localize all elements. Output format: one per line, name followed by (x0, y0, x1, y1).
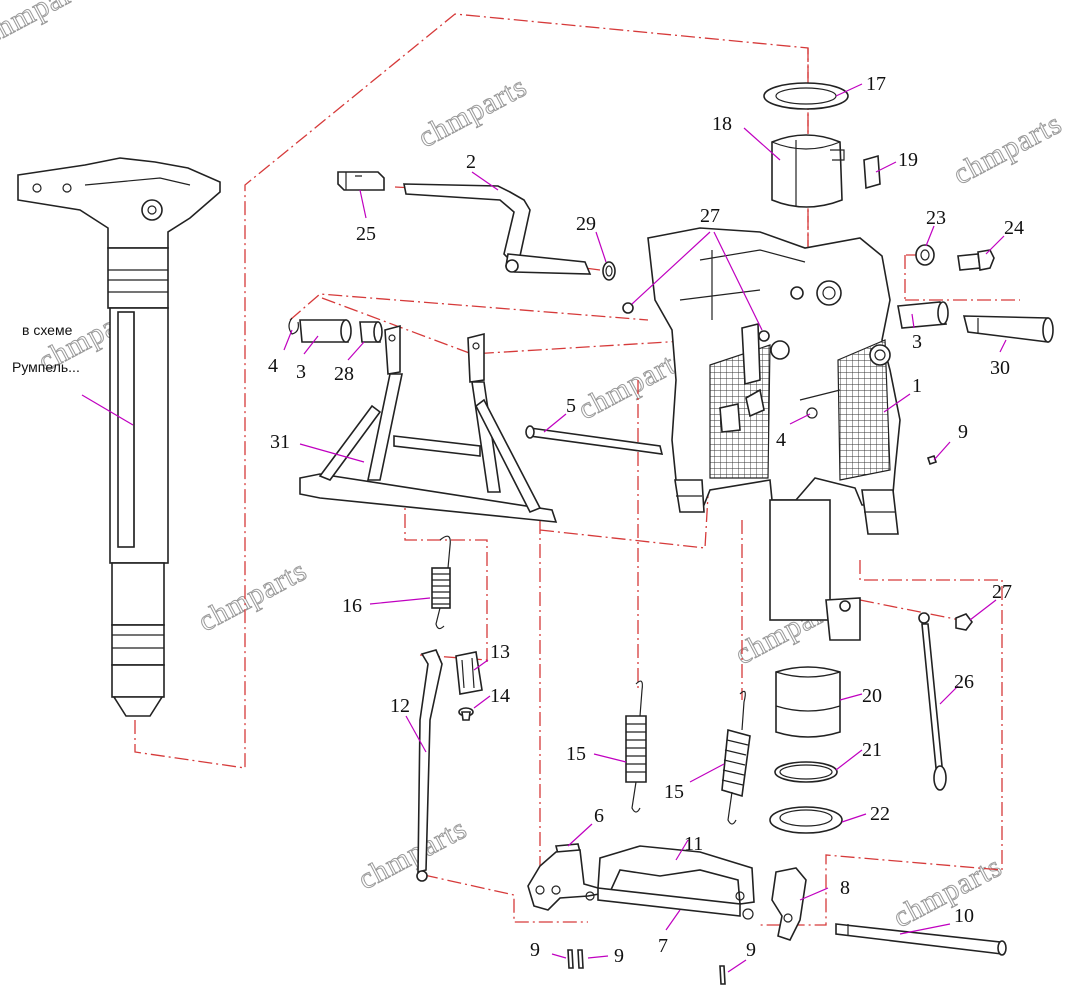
callout-17: 17 (866, 73, 886, 95)
callout-22: 22 (870, 803, 890, 825)
part-15-spring-right (721, 690, 751, 825)
callout-14: 14 (490, 685, 510, 707)
part-31-frame (299, 324, 558, 523)
callout-25: 25 (356, 223, 376, 245)
callout-15-right: 15 (664, 781, 684, 803)
part-27-nut-right (955, 613, 973, 631)
callout-18: 18 (712, 113, 732, 135)
part-14-screw (458, 707, 474, 721)
callout-27-top: 27 (700, 205, 720, 227)
callout-30: 30 (990, 357, 1010, 379)
part-10-pin (835, 923, 1007, 956)
leader-lines (283, 83, 1007, 973)
callout-16: 16 (342, 595, 362, 617)
part-8-latch (771, 867, 807, 941)
part-25-plug (337, 171, 385, 191)
part-28-bushing (359, 321, 383, 343)
part-22-washer (769, 806, 843, 834)
callout-29: 29 (576, 213, 596, 235)
callout-10: 10 (954, 905, 974, 927)
part-13-bracket (455, 651, 483, 695)
part-20-bushing (775, 666, 841, 738)
callout-9-right: 9 (958, 421, 968, 443)
callout-9-bottom: 9 (746, 939, 756, 961)
callout-9-left2: 9 (614, 945, 624, 967)
part-15-spring-left (625, 680, 647, 813)
callout-1: 1 (912, 375, 922, 397)
watermark: chmparts (353, 812, 473, 897)
part-3-sleeve-left (299, 319, 352, 343)
callout-9-left1: 9 (530, 939, 540, 961)
callout-23: 23 (926, 207, 946, 229)
part-1-swivel-bracket (622, 227, 901, 641)
part-16-spring (431, 535, 451, 630)
part-11-lock-plate (527, 845, 755, 911)
note-line-2: Румпель... (12, 359, 80, 375)
part-18-bushing (771, 134, 845, 208)
callout-8: 8 (840, 877, 850, 899)
part-4-clip-left (288, 317, 299, 335)
watermark: chmparts (413, 70, 533, 155)
watermark: chmparts (193, 554, 313, 639)
callout-28: 28 (334, 363, 354, 385)
callout-3-right: 3 (912, 331, 922, 353)
part-29-washer (602, 261, 616, 281)
part-30-pin (962, 315, 1054, 343)
watermark: chmparts (948, 107, 1065, 192)
note-line-1: в схеме (22, 322, 73, 338)
part-26-link-rod (918, 612, 947, 791)
callout-31: 31 (270, 431, 290, 453)
callouts: 1 2 3 3 4 4 5 6 7 8 9 9 9 9 10 11 12 13 … (268, 73, 1024, 967)
part-9-pins (567, 454, 938, 985)
part-3-sleeve-right (897, 301, 949, 329)
callout-4-left: 4 (268, 355, 278, 377)
callout-6: 6 (594, 805, 604, 827)
part-5-rod (525, 425, 664, 455)
callout-20: 20 (862, 685, 882, 707)
callout-19: 19 (898, 149, 918, 171)
part-24-bolt (957, 249, 995, 271)
tiller-handle (17, 157, 221, 717)
callout-13: 13 (490, 641, 510, 663)
leader-note (81, 394, 134, 426)
part-12-link (416, 649, 443, 882)
callout-2: 2 (466, 151, 476, 173)
callout-3-left: 3 (296, 361, 306, 383)
callout-26: 26 (954, 671, 974, 693)
watermark: chmparts (0, 0, 97, 51)
callout-15-left: 15 (566, 743, 586, 765)
callout-12: 12 (390, 695, 410, 717)
callout-27-right: 27 (992, 581, 1012, 603)
part-17-ring (763, 82, 849, 110)
watermark: chmparts (888, 850, 1008, 935)
callout-11: 11 (684, 833, 703, 855)
callout-24: 24 (1004, 217, 1024, 239)
part-23-nut (915, 244, 935, 266)
part-21-oring (774, 761, 838, 783)
callout-21: 21 (862, 739, 882, 761)
part-2-shift-lever (403, 183, 592, 275)
callout-4-right: 4 (776, 429, 786, 451)
callout-7: 7 (658, 935, 668, 957)
part-7-shaft (597, 887, 754, 920)
callout-5: 5 (566, 395, 576, 417)
part-19-clip (863, 154, 881, 190)
